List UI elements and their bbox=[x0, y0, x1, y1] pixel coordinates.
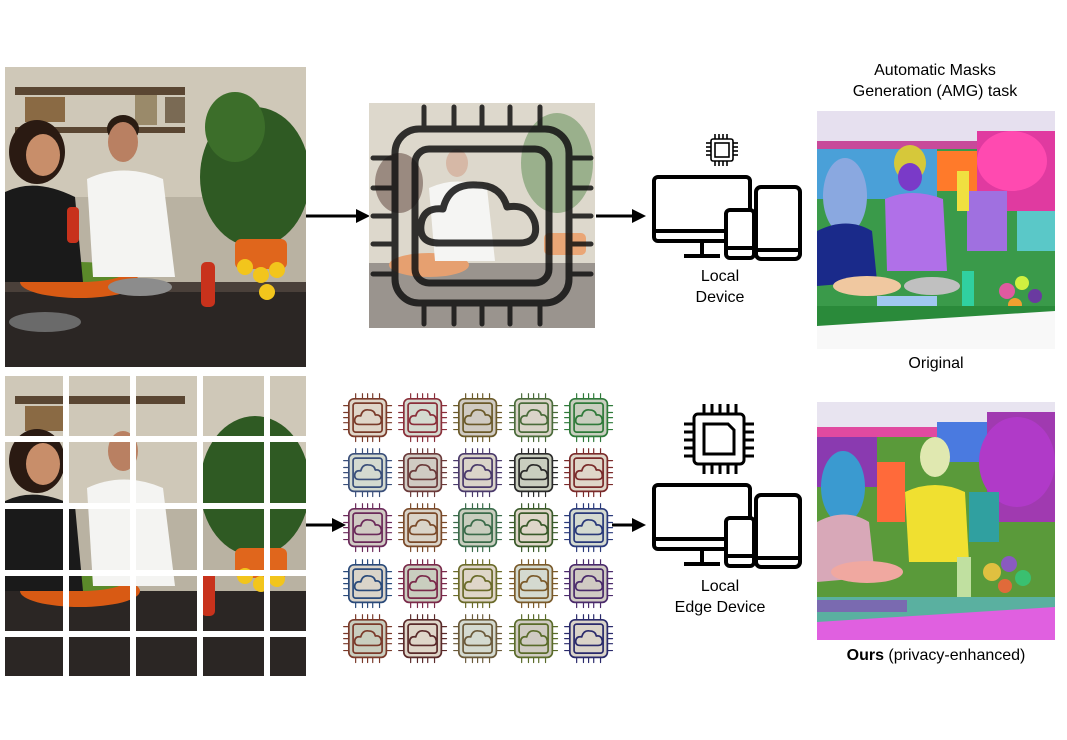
tile-cloud-chip-icon bbox=[508, 448, 558, 498]
arrow-top-2 bbox=[596, 209, 646, 223]
tile-cloud-chip-icon bbox=[563, 503, 613, 553]
tile-cloud-chip-icon bbox=[563, 448, 613, 498]
processed-tiles-grid bbox=[340, 390, 616, 666]
device-label-line2: Edge Device bbox=[674, 599, 766, 616]
tile-cloud-chip-icon bbox=[343, 503, 393, 553]
tile-cloud-chip-icon bbox=[398, 448, 448, 498]
tile-cloud-chip-icon bbox=[508, 558, 558, 608]
task-title-line1: Automatic Masks bbox=[874, 62, 996, 79]
task-title-line2: Generation (AMG) task bbox=[852, 83, 1018, 100]
computer-tablet-phone-icon bbox=[652, 175, 802, 261]
tile-cloud-chip-icon bbox=[563, 558, 613, 608]
kitchen-photo bbox=[5, 67, 306, 367]
device-label-top: Local Device bbox=[660, 266, 780, 308]
tile-cloud-chip-icon bbox=[453, 558, 503, 608]
chip-icon bbox=[706, 134, 738, 166]
segmentation-mask-original bbox=[817, 111, 1055, 349]
tile-cloud-chip-icon bbox=[453, 393, 503, 443]
arrow-top-1 bbox=[306, 209, 370, 223]
tile-cloud-chip-icon bbox=[398, 393, 448, 443]
mask-output-original bbox=[817, 111, 1055, 349]
tile-cloud-chip-icon bbox=[343, 613, 393, 663]
tile-cloud-chip-icon bbox=[398, 503, 448, 553]
patched-kitchen-photo bbox=[5, 376, 306, 676]
arrow-bottom-1 bbox=[306, 518, 346, 532]
caption-privacy-bold: Ours bbox=[846, 647, 884, 664]
tile-cloud-chip-icon bbox=[508, 393, 558, 443]
input-photo-original bbox=[5, 67, 306, 367]
tile-cloud-chip-icon bbox=[398, 613, 448, 663]
device-label-line2: Device bbox=[695, 289, 745, 306]
tile-cloud-chip-icon bbox=[343, 448, 393, 498]
tile-cloud-chip-icon bbox=[453, 503, 503, 553]
tile-cloud-chip-icon bbox=[398, 558, 448, 608]
tile-cloud-chip-icon bbox=[343, 393, 393, 443]
tile-cloud-chip-icon bbox=[563, 393, 613, 443]
task-title: Automatic Masks Generation (AMG) task bbox=[810, 60, 1060, 102]
caption-privacy-rest: (privacy-enhanced) bbox=[883, 647, 1026, 664]
chip-icon bbox=[684, 404, 754, 474]
caption-original: Original bbox=[908, 355, 964, 372]
tile-cloud-chip-icon bbox=[508, 613, 558, 663]
tile-cloud-chip-icon bbox=[508, 503, 558, 553]
tile-cloud-chip-icon bbox=[453, 613, 503, 663]
tile-cloud-chip-icon bbox=[453, 448, 503, 498]
device-label-line1: Local bbox=[700, 268, 740, 285]
device-label-line1: Local bbox=[700, 578, 740, 595]
arrow-bottom-2 bbox=[612, 518, 646, 532]
tile-cloud-chip-icon bbox=[563, 613, 613, 663]
mask-output-privacy bbox=[817, 402, 1055, 640]
computer-tablet-phone-icon bbox=[652, 483, 802, 569]
cloud-chip-icon bbox=[370, 104, 594, 327]
tile-cloud-chip-icon bbox=[343, 558, 393, 608]
caption-privacy: Ours (privacy-enhanced) bbox=[800, 645, 1067, 666]
input-photo-patched bbox=[5, 376, 306, 676]
device-label-bottom: Local Edge Device bbox=[650, 576, 790, 618]
processed-photo-original bbox=[369, 103, 595, 328]
segmentation-mask-privacy bbox=[817, 402, 1055, 640]
